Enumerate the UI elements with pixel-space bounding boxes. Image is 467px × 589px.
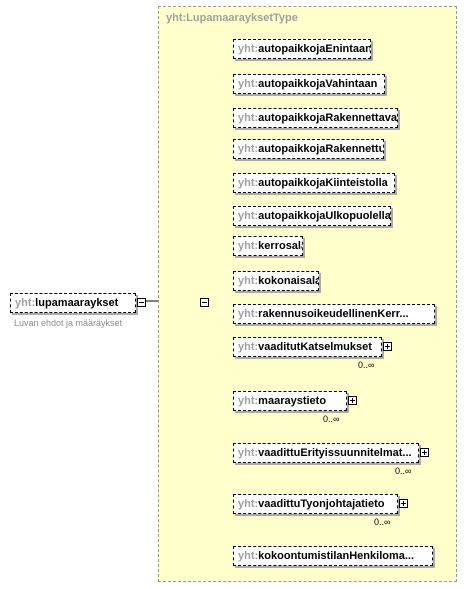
cardinality-label: 0..∞: [395, 466, 412, 476]
element-prefix: yht:: [238, 550, 259, 562]
child-element[interactable]: yht:kokoontumistilanHenkiloma...: [233, 546, 433, 566]
expand-icon[interactable]: [399, 499, 408, 508]
element-name: autopaikkojaKiinteistolla: [258, 177, 388, 189]
element-prefix: yht:: [238, 240, 259, 252]
element-name: autopaikkojaRakennettava: [258, 112, 397, 124]
element-name: kokonaisala: [258, 275, 319, 287]
element-prefix: yht:: [238, 43, 259, 55]
child-element[interactable]: yht:vaadittuTyonjohtajatieto: [233, 494, 398, 514]
type-title: yht:LupamaarayksetType: [166, 12, 298, 24]
element-name: kerrosala: [258, 240, 303, 252]
element-prefix: yht:: [238, 341, 259, 353]
element-prefix: yht:: [238, 275, 259, 287]
child-element[interactable]: yht:vaadittuErityissuunnitelmat...: [233, 443, 419, 463]
child-element[interactable]: yht:autopaikkojaEnintaan: [233, 39, 371, 59]
child-element[interactable]: yht:autopaikkojaRakennettu: [233, 139, 384, 159]
element-name: vaadittuErityissuunnitelmat...: [258, 447, 412, 459]
child-element[interactable]: yht:autopaikkojaKiinteistolla: [233, 173, 395, 193]
element-name: kokoontumistilanHenkiloma...: [258, 550, 415, 562]
element-prefix: yht:: [238, 308, 259, 320]
cardinality-label: 0..∞: [358, 360, 375, 370]
element-name: vaadittuTyonjohtajatieto: [258, 498, 385, 510]
expand-icon[interactable]: [420, 448, 429, 457]
element-name: rakennusoikeudellinenKerr...: [258, 308, 409, 320]
cardinality-label: 0..∞: [374, 517, 391, 527]
element-name: maaraystieto: [258, 395, 327, 407]
element-prefix: yht:: [238, 143, 259, 155]
root-description: Luvan ehdot ja määräykset: [14, 318, 123, 328]
child-element[interactable]: yht:kerrosala: [233, 236, 303, 256]
child-element[interactable]: yht:autopaikkojaRakennettava: [233, 108, 398, 128]
root-name: lupamaaraykset: [35, 297, 119, 309]
child-element[interactable]: yht:kokonaisala: [233, 271, 319, 291]
cardinality-label: 0..∞: [323, 414, 340, 424]
element-prefix: yht:: [238, 78, 259, 90]
child-element[interactable]: yht:autopaikkojaUlkopuolella: [233, 206, 391, 226]
collapse-root-icon[interactable]: [137, 298, 146, 307]
child-element[interactable]: yht:maaraystieto: [233, 391, 347, 411]
expand-icon[interactable]: [383, 342, 392, 351]
element-name: vaaditutKatselmukset: [258, 341, 372, 353]
element-name: autopaikkojaVahintaan: [258, 78, 378, 90]
collapse-sequence-icon[interactable]: [200, 298, 209, 307]
element-prefix: yht:: [238, 447, 259, 459]
element-name: autopaikkojaUlkopuolella: [258, 210, 391, 222]
element-prefix: yht:: [238, 112, 259, 124]
child-element[interactable]: yht:rakennusoikeudellinenKerr...: [233, 304, 435, 324]
child-element[interactable]: yht:vaaditutKatselmukset: [233, 337, 382, 357]
child-element[interactable]: yht:autopaikkojaVahintaan: [233, 74, 385, 94]
element-prefix: yht:: [238, 177, 259, 189]
root-prefix: yht:: [15, 297, 36, 309]
type-container: [158, 6, 457, 582]
element-prefix: yht:: [238, 498, 259, 510]
element-prefix: yht:: [238, 210, 259, 222]
element-prefix: yht:: [238, 395, 259, 407]
element-name: autopaikkojaRakennettu: [258, 143, 384, 155]
root-element[interactable]: yht:lupamaaraykset: [10, 293, 136, 313]
element-name: autopaikkojaEnintaan: [258, 43, 371, 55]
expand-icon[interactable]: [348, 396, 357, 405]
